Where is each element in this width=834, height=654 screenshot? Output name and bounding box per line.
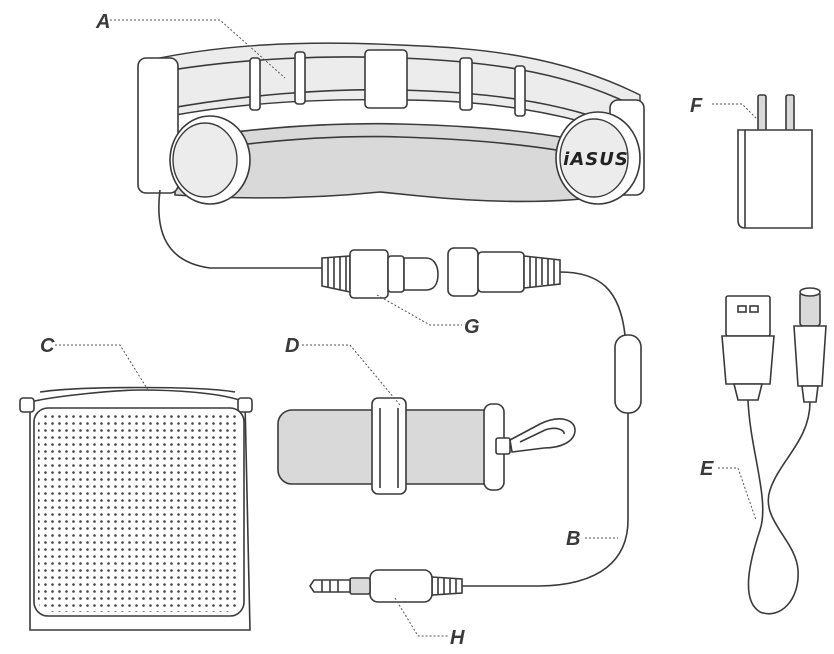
label-c: C xyxy=(40,335,55,357)
carabiner-clip xyxy=(509,418,576,453)
battery-strap xyxy=(371,397,407,495)
label-g: G xyxy=(464,316,480,338)
cable-connector xyxy=(321,247,561,299)
inline-module xyxy=(614,334,642,414)
label-d: D xyxy=(285,335,299,357)
carrying-case xyxy=(19,386,253,631)
headband-buckle xyxy=(364,49,408,109)
headband-headset: iASUS xyxy=(137,42,645,205)
label-e: E xyxy=(700,458,714,480)
left-side-bracket xyxy=(137,57,179,194)
brand-logo: iASUS xyxy=(563,149,629,170)
audio-cable-lower xyxy=(462,413,629,587)
headset-cable xyxy=(158,189,325,269)
usb-dc-cable xyxy=(721,287,827,615)
cable-loop xyxy=(747,399,811,615)
power-adapter xyxy=(737,94,813,229)
audio-cable-upper xyxy=(559,271,626,336)
callout-leaders xyxy=(55,19,759,637)
label-h: H xyxy=(450,627,465,649)
label-a: A xyxy=(95,11,110,33)
label-f: F xyxy=(690,95,703,117)
audio-jack-plug xyxy=(309,569,463,603)
label-b: B xyxy=(566,528,580,550)
battery-pack xyxy=(277,397,576,495)
